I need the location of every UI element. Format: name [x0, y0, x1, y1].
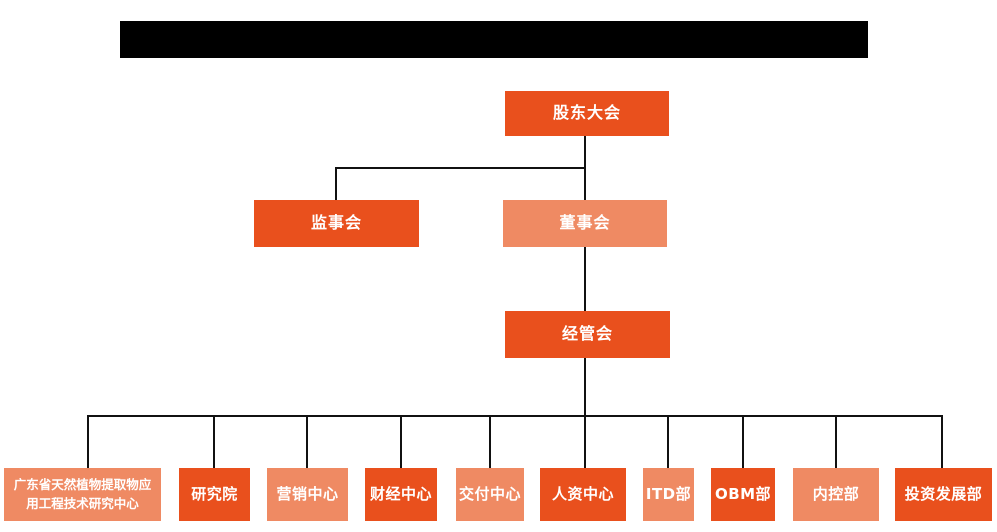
redacted-title-bar [120, 21, 868, 58]
org-node-label: 董事会 [559, 213, 611, 233]
org-node-supervisory-board: 监事会 [254, 200, 419, 247]
org-node-label: 交付中心 [458, 485, 521, 503]
org-node-label: 经管会 [561, 324, 613, 344]
org-node-label: OBM部 [714, 485, 772, 503]
org-node-investment-development-dept: 投资发展部 [895, 468, 992, 521]
org-node-shareholders-meeting: 股东大会 [505, 91, 669, 136]
org-node-label: 研究院 [191, 485, 238, 503]
org-node-label: 营销中心 [276, 485, 339, 503]
org-node-board-of-directors: 董事会 [503, 200, 667, 247]
org-node-label: 广东省天然植物提取物应用工程技术研究中心 [13, 477, 152, 511]
org-node-label: 财经中心 [369, 485, 432, 503]
org-node-research-institute: 研究院 [179, 468, 250, 521]
org-node-obm-dept: OBM部 [711, 468, 775, 521]
org-node-hr-center: 人资中心 [540, 468, 626, 521]
org-node-research-center: 广东省天然植物提取物应用工程技术研究中心 [4, 468, 161, 521]
org-node-label: 股东大会 [552, 103, 621, 123]
org-node-management-committee: 经管会 [505, 311, 670, 358]
org-node-delivery-center: 交付中心 [456, 468, 524, 521]
org-node-label: 内控部 [812, 485, 860, 503]
org-node-marketing-center: 营销中心 [267, 468, 348, 521]
org-node-label: ITD部 [645, 485, 692, 503]
org-node-itd-dept: ITD部 [643, 468, 694, 521]
org-node-internal-control-dept: 内控部 [793, 468, 879, 521]
org-node-finance-center: 财经中心 [365, 468, 437, 521]
org-node-label: 监事会 [310, 213, 362, 233]
org-node-label: 人资中心 [551, 485, 614, 503]
org-node-label: 投资发展部 [904, 485, 983, 503]
